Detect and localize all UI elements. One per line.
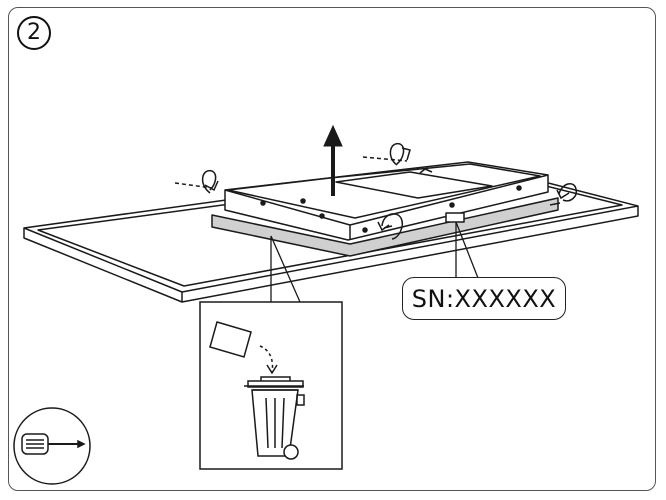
- disposal-inset: [199, 301, 343, 470]
- illustration-frame: [8, 7, 656, 491]
- screwdriver-icon: [13, 407, 91, 485]
- driver-box: [211, 161, 561, 257]
- rotate-arrow-icon: [174, 142, 578, 240]
- serial-number-label: SN:XXXXXX: [402, 277, 566, 320]
- step-number-badge: 2: [17, 16, 51, 50]
- lift-arrow-icon: [323, 124, 343, 196]
- callout-lines: [270, 221, 479, 303]
- serial-number-text: SN:XXXXXX: [411, 284, 557, 313]
- wheelie-bin-icon: [244, 376, 305, 460]
- step-number: 2: [27, 20, 41, 45]
